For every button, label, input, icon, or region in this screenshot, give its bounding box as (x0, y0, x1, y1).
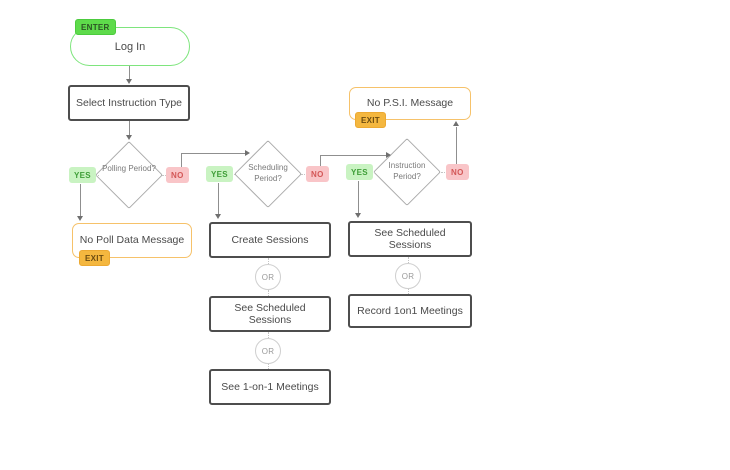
connector-instruction-no (456, 127, 457, 164)
stub-instruction-no (441, 172, 445, 173)
stub-scheduling-yes (231, 174, 235, 175)
node-record-1on1-meetings-label: Record 1on1 Meetings (357, 304, 463, 317)
connector-polling-no-h (181, 153, 245, 154)
node-select-instruction-type-label: Select Instruction Type (75, 96, 183, 109)
node-select-instruction-type[interactable]: Select Instruction Type (68, 85, 190, 121)
yes-badge-polling[interactable]: YES (69, 167, 96, 183)
yes-badge-scheduling[interactable]: YES (206, 166, 233, 182)
arrowhead-login-select (126, 79, 132, 84)
or-circle-3[interactable]: OR (395, 263, 421, 289)
dotted-link-6 (408, 289, 409, 294)
node-no-psi-message-label: No P.S.I. Message (366, 97, 454, 110)
connector-polling-yes (80, 184, 81, 217)
node-see-scheduled-sessions-right[interactable]: See Scheduled Sessions (348, 221, 472, 257)
no-badge-instruction[interactable]: NO (446, 164, 469, 180)
dotted-link-1 (268, 258, 269, 264)
dotted-link-4 (268, 364, 269, 369)
connector-instruction-yes (358, 181, 359, 214)
arrowhead-select-polling (126, 135, 132, 140)
connector-select-polling (129, 121, 130, 136)
node-see-scheduled-sessions[interactable]: See Scheduled Sessions (209, 296, 331, 332)
node-see-scheduled-sessions-right-label: See Scheduled Sessions (374, 226, 446, 251)
dotted-link-5 (408, 257, 409, 263)
exit-badge-psi[interactable]: EXIT (355, 112, 386, 128)
arrowhead-polling-yes (77, 216, 83, 221)
arrowhead-instruction-yes (355, 213, 361, 218)
dotted-link-2 (268, 290, 269, 296)
node-no-poll-data-message[interactable]: No Poll Data Message (72, 223, 192, 258)
decision-instruction-period-label: Instruction Period? (388, 161, 426, 181)
no-badge-scheduling[interactable]: NO (306, 166, 329, 182)
decision-polling-period-label: Polling Period? (102, 164, 156, 173)
arrowhead-scheduling-no (386, 152, 391, 158)
connector-scheduling-no-v (320, 155, 321, 167)
node-login[interactable]: Log In (70, 27, 190, 66)
stub-polling-no (162, 175, 166, 176)
node-login-label: Log In (114, 40, 146, 53)
connector-scheduling-no-h (320, 155, 386, 156)
connector-polling-no-v (181, 153, 182, 167)
or-circle-1[interactable]: OR (255, 264, 281, 290)
node-see-scheduled-sessions-label: See Scheduled Sessions (234, 301, 306, 326)
node-record-1on1-meetings[interactable]: Record 1on1 Meetings (348, 294, 472, 328)
exit-badge-poll[interactable]: EXIT (79, 250, 110, 266)
node-no-psi-message[interactable]: No P.S.I. Message (349, 87, 471, 120)
or-circle-2[interactable]: OR (255, 338, 281, 364)
decision-scheduling-period-label: Scheduling Period? (248, 163, 288, 183)
stub-scheduling-no (301, 174, 305, 175)
enter-badge[interactable]: ENTER (75, 19, 116, 35)
arrowhead-instruction-no (453, 121, 459, 126)
no-badge-polling[interactable]: NO (166, 167, 189, 183)
stub-polling-yes (95, 175, 99, 176)
node-create-sessions-label: Create Sessions (231, 233, 309, 246)
yes-badge-instruction[interactable]: YES (346, 164, 373, 180)
node-no-poll-data-message-label: No Poll Data Message (79, 234, 185, 247)
connector-login-select (129, 66, 130, 80)
node-see-1on1-meetings-label: See 1-on-1 Meetings (221, 380, 319, 393)
dotted-link-3 (268, 332, 269, 338)
stub-instruction-yes (371, 172, 375, 173)
node-create-sessions[interactable]: Create Sessions (209, 222, 331, 258)
arrowhead-scheduling-yes (215, 214, 221, 219)
decision-polling-period[interactable] (95, 141, 163, 209)
node-see-1on1-meetings[interactable]: See 1-on-1 Meetings (209, 369, 331, 405)
connector-scheduling-yes (218, 183, 219, 215)
arrowhead-polling-no (245, 150, 250, 156)
